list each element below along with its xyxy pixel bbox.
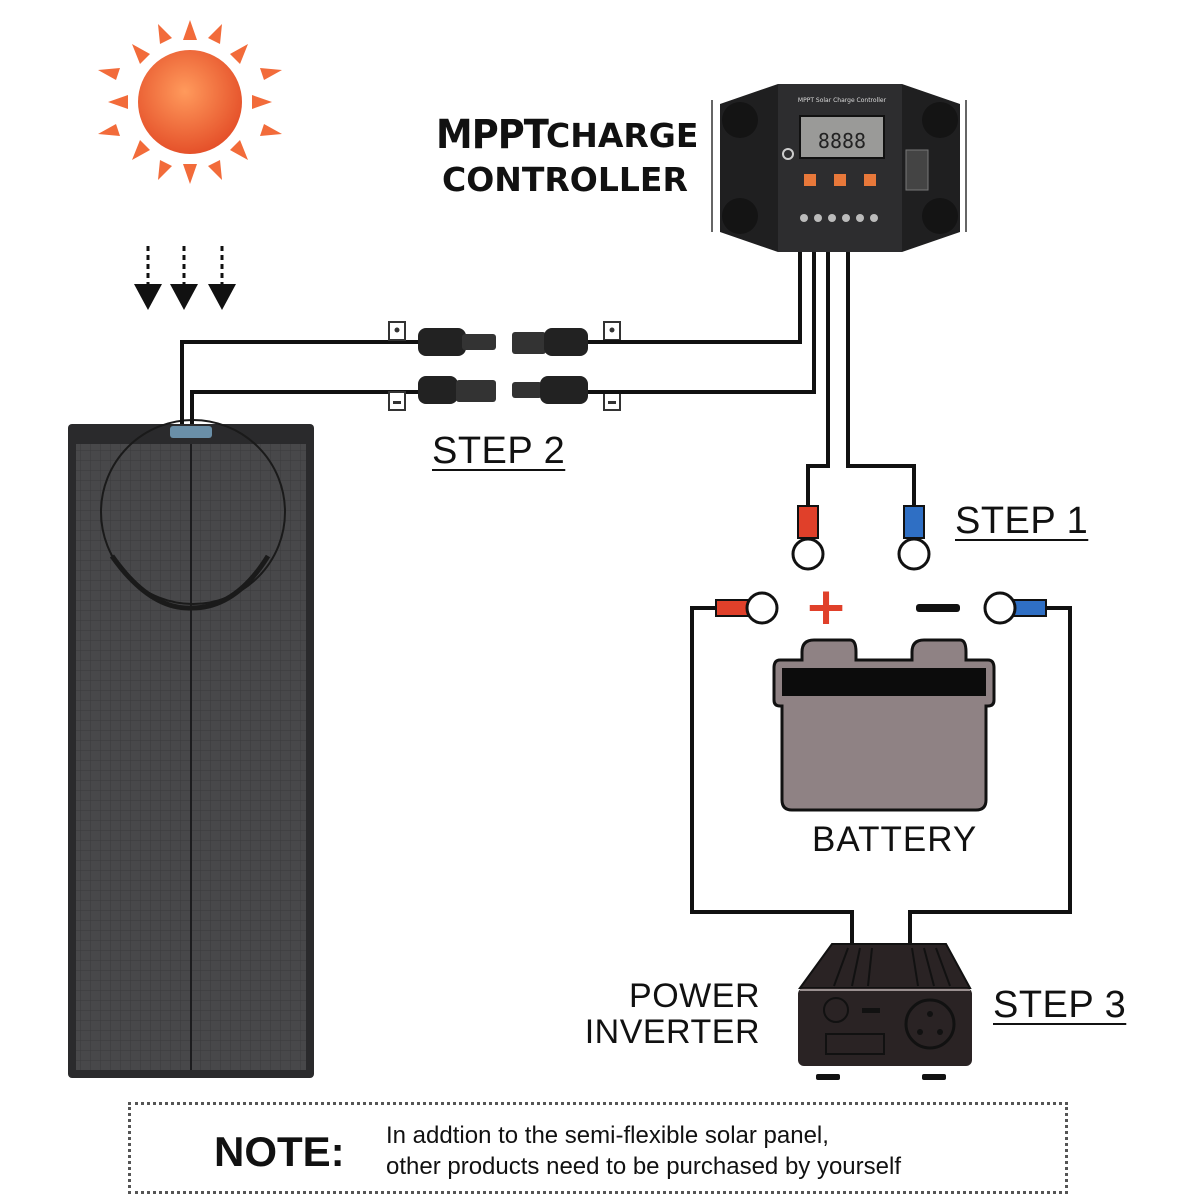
step-2-label: STEP 2 (432, 430, 566, 472)
sun-icon (98, 20, 282, 184)
connector-positive-female (512, 328, 588, 356)
note-line-1: In addtion to the semi-flexible solar pa… (386, 1122, 829, 1149)
note-line-2: other products need to be purchased by y… (386, 1153, 901, 1180)
inverter-label-line1: POWER (629, 977, 760, 1015)
battery-lead-positive (715, 591, 779, 625)
controller-pv-wires (588, 252, 816, 394)
controller-title-controller: CONTROLLER (442, 160, 688, 199)
ring-terminal-positive (791, 505, 825, 571)
note-title: NOTE: (214, 1128, 345, 1175)
connector-positive-male (418, 328, 496, 356)
battery-icon (772, 638, 996, 812)
battery-label: BATTERY (812, 820, 978, 859)
charge-controller: 8888 MPPT Solar Charge Controller (711, 84, 967, 252)
controller-title-charge: CHARGE (546, 116, 699, 155)
svg-text:8888: 8888 (818, 129, 866, 153)
battery-lead-negative (983, 591, 1047, 625)
svg-text:MPPT Solar Charge Controller: MPPT Solar Charge Controller (798, 97, 887, 104)
step-3-label: STEP 3 (993, 984, 1127, 1026)
battery-inverter-wires (690, 606, 1072, 948)
mc4-connectors (388, 321, 621, 411)
sunlight-arrows-icon (134, 246, 236, 310)
solar-panel (68, 419, 314, 1078)
controller-title-mppt: MPPT (436, 112, 549, 158)
note-box (128, 1102, 1068, 1194)
inverter-label-line2: INVERTER (584, 1013, 760, 1051)
step-1-label: STEP 1 (955, 500, 1089, 542)
negative-symbol (916, 604, 960, 612)
connector-negative-female (512, 376, 588, 404)
connector-negative-male (418, 376, 496, 404)
note-text: In addtion to the semi-flexible solar pa… (386, 1120, 901, 1182)
positive-symbol: + (804, 577, 848, 637)
ring-terminal-negative (897, 505, 931, 571)
inverter-label: POWER INVERTER (580, 978, 760, 1050)
power-inverter-icon (798, 943, 972, 1080)
panel-wires (180, 340, 420, 424)
controller-battery-wires (806, 252, 916, 506)
polarity-tag-marks (393, 327, 616, 404)
